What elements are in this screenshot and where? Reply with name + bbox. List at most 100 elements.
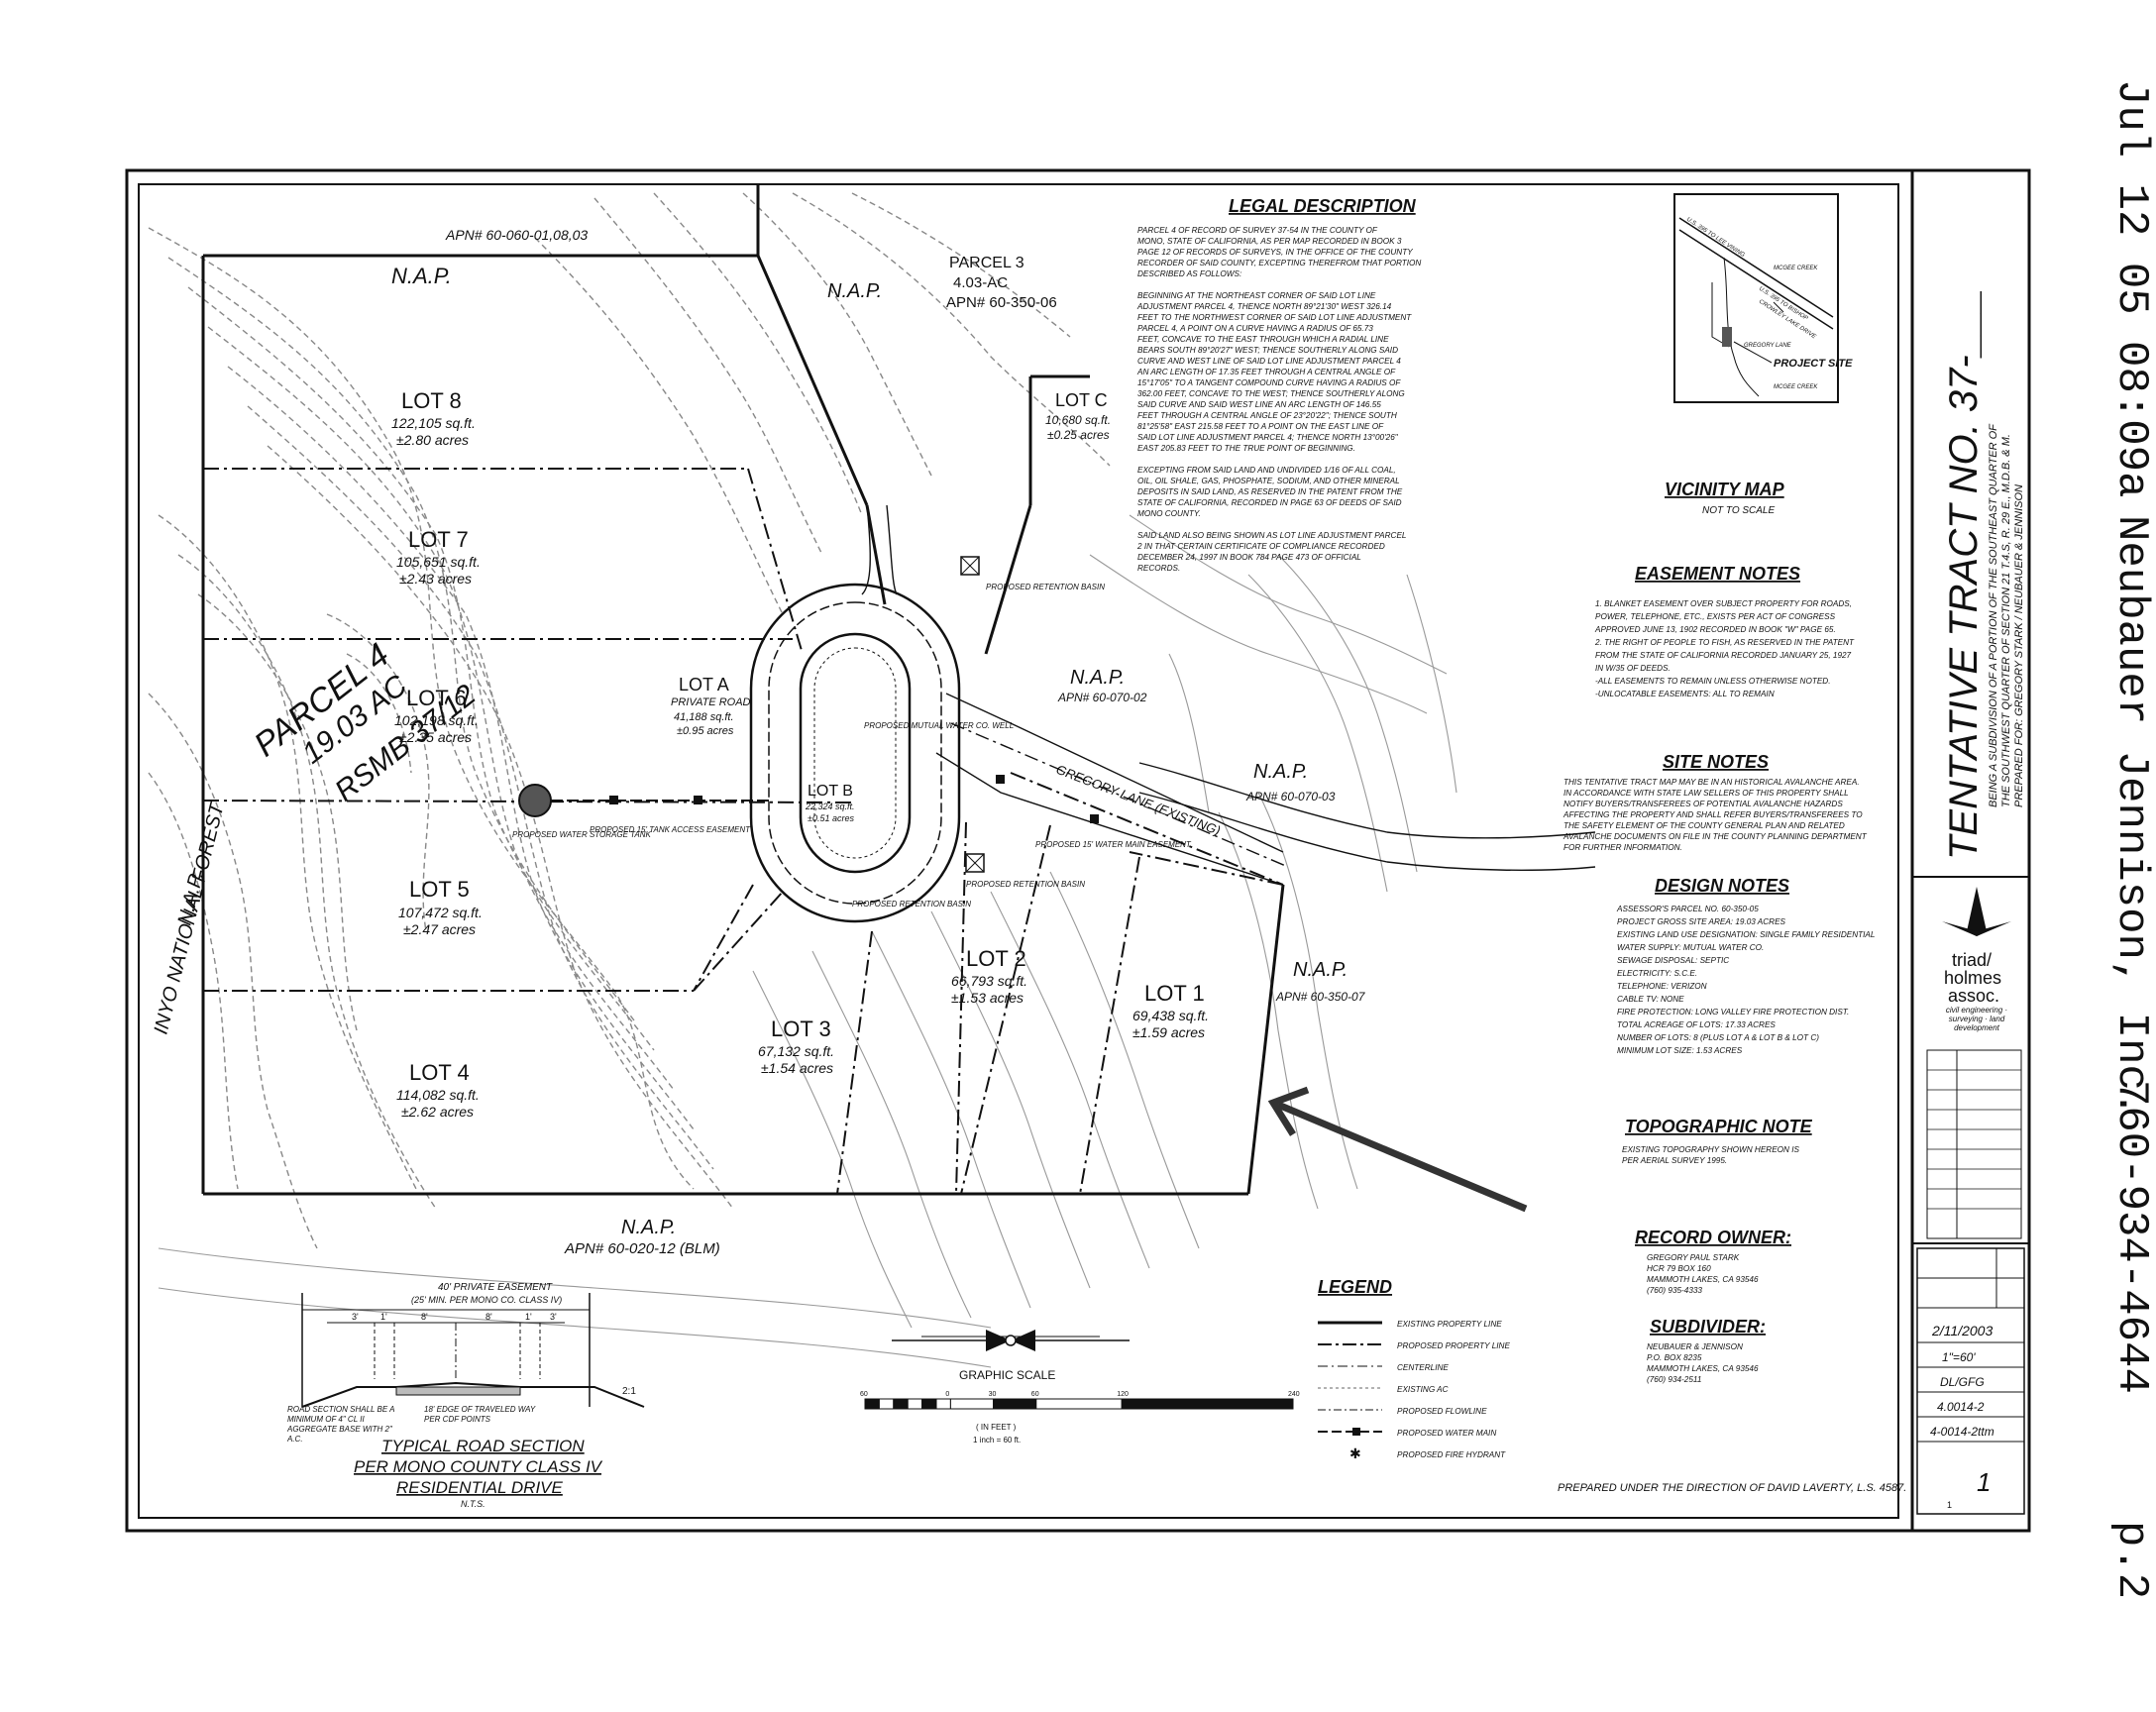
subdivider-line: NEUBAUER & JENNISON [1647, 1342, 1743, 1351]
legal-line: SAID LOT LINE ADJUSTMENT PARCEL 4; THENC… [1137, 433, 1399, 442]
road-dim-4: 8' [485, 1312, 492, 1322]
tank-label: PROPOSED WATER STORAGE TANK [512, 830, 652, 839]
scale-tick-label: 30 [989, 1391, 997, 1398]
svg-text:LOT 2: LOT 2 [966, 946, 1026, 971]
nap-east-label: N.A.P. [1070, 667, 1125, 689]
svg-text:±2.43 acres: ±2.43 acres [399, 571, 472, 587]
tank-easement-label: PROPOSED 15' TANK ACCESS EASEMENT [590, 825, 751, 834]
legal-line: 2 IN THAT CERTAIN CERTIFICATE OF COMPLIA… [1136, 542, 1385, 551]
design-line: TELEPHONE: VERIZON [1617, 982, 1707, 991]
parcel-boundary [203, 184, 760, 258]
road-dim-5: 1' [525, 1312, 532, 1322]
design-line: SEWAGE DISPOSAL: SEPTIC [1617, 956, 1729, 965]
tract-subtitle-1: BEING A SUBDIVISION OF A PORTION OF THE … [1988, 423, 1999, 807]
legal-line: PARCEL 4, A POINT ON A CURVE HAVING A RA… [1137, 324, 1373, 333]
legal-line: FEET THROUGH A CENTRAL ANGLE OF 23°20'22… [1137, 411, 1397, 420]
svg-text:LOT 6: LOT 6 [406, 686, 467, 710]
parcel3-apn: APN# 60-350-06 [946, 294, 1057, 311]
sheet-of: 1 [1947, 1500, 1952, 1510]
scale-tick-label: 120 [1117, 1391, 1129, 1398]
fax-phone: 760-934-4644 [2106, 1080, 2156, 1394]
vicinity-heading: VICINITY MAP [1665, 480, 1785, 499]
easement-heading: EASEMENT NOTES [1635, 564, 1800, 584]
road-left-note-box: ROAD SECTION SHALL BE A MINIMUM OF 4" CL… [287, 1405, 394, 1444]
owner-line: GREGORY PAUL STARK [1647, 1253, 1740, 1262]
easement-line: POWER, TELEPHONE, ETC., EXISTS PER ACT O… [1595, 612, 1836, 621]
site-line: AFFECTING THE PROPERTY AND SHALL REFER B… [1563, 810, 1863, 819]
water-storage-tank [518, 775, 1099, 823]
subdivider-line: P.O. BOX 8235 [1647, 1353, 1702, 1362]
scale-segment [1035, 1398, 1123, 1410]
revision-table [1926, 1049, 2022, 1239]
legal-line: DEPOSITS IN SAID LAND, AS RESERVED IN TH… [1137, 487, 1403, 496]
legal-line: EAST 205.83 FEET TO THE TRUE POINT OF BE… [1137, 444, 1355, 453]
svg-text:±1.53 acres: ±1.53 acres [951, 990, 1024, 1006]
road-title-2: PER MONO COUNTY CLASS IV [354, 1457, 603, 1476]
scale-tick-label: 60 [860, 1391, 868, 1398]
legend-item: CENTERLINE [1397, 1363, 1449, 1372]
graphic-scale-label: GRAPHIC SCALE [959, 1368, 1055, 1382]
design-notes: DESIGN NOTES ASSESSOR'S PARCEL NO. 60-35… [1616, 876, 1875, 1055]
scale-segment [935, 1398, 951, 1410]
legal-line: MONO COUNTY. [1137, 509, 1201, 518]
vicinity-project: PROJECT SITE [1774, 358, 1853, 370]
legal-line: ADJUSTMENT PARCEL 4, THENCE NORTH 89°21'… [1136, 302, 1392, 311]
lot-5-label: LOT 5 107,472 sq.ft. ±2.47 acres [398, 877, 483, 937]
lot-c-label: LOT C 10,680 sq.ft. ±0.25 acres [1045, 390, 1111, 442]
legal-line: 362.00 FEET, CONCAVE TO THE WEST; THENCE… [1137, 389, 1405, 398]
sheet-number: 1 [1977, 1467, 1991, 1497]
legend-heading: LEGEND [1318, 1277, 1392, 1297]
drawing-date: 2/11/2003 [1931, 1323, 1993, 1338]
proposed-lot-lines [202, 468, 1284, 1195]
legal-line: SAID LAND ALSO BEING SHOWN AS LOT LINE A… [1137, 531, 1406, 540]
legal-line: STATE OF CALIFORNIA, RECORDED IN PAGE 63… [1137, 498, 1402, 507]
easement-line: 2. THE RIGHT OF PEOPLE TO FISH, AS RESER… [1594, 638, 1855, 647]
drawing-job: 4.0014-2 [1937, 1400, 1985, 1414]
fax-page: p.2 [2106, 1521, 2156, 1599]
legal-line: PARCEL 4 OF RECORD OF SURVEY 37-54 IN TH… [1137, 226, 1378, 235]
drawing-drawn: DL/GFG [1940, 1375, 1985, 1389]
legal-line: FEET TO THE NORTHWEST CORNER OF SAID LOT… [1137, 313, 1412, 322]
nap-top-label: N.A.P. [391, 264, 452, 288]
road-slope: 2:1 [622, 1386, 636, 1397]
prepared-under: PREPARED UNDER THE DIRECTION OF DAVID LA… [1558, 1482, 1906, 1494]
legal-line: 15°17'05" TO A TANGENT COMPOUND CURVE HA… [1137, 378, 1401, 387]
design-line: TOTAL ACREAGE OF LOTS: 17.33 ACRES [1617, 1020, 1776, 1029]
road-dim-6: 3' [550, 1312, 557, 1322]
road-title-3: RESIDENTIAL DRIVE [396, 1478, 564, 1497]
svg-text:107,472 sq.ft.: 107,472 sq.ft. [398, 905, 483, 920]
svg-text:114,082 sq.ft.: 114,082 sq.ft. [396, 1087, 480, 1103]
firm-name-2: holmes [1944, 968, 2001, 988]
legal-line: FEET, CONCAVE TO THE EAST THROUGH WHICH … [1137, 335, 1389, 344]
design-heading: DESIGN NOTES [1655, 876, 1789, 896]
topo-line: PER AERIAL SURVEY 1995. [1622, 1156, 1727, 1165]
site-line: IN ACCORDANCE WITH STATE LAW SELLERS OF … [1563, 789, 1849, 798]
lot-7-label: LOT 7 105,651 sq.ft. ±2.43 acres [396, 527, 481, 587]
easement-line: -ALL EASEMENTS TO REMAIN UNLESS OTHERWIS… [1595, 677, 1831, 686]
lot-labels: LOT 8 122,105 sq.ft. ±2.80 acres LOT 7 1… [391, 388, 1209, 1120]
subdivider-line: (760) 934-2511 [1647, 1375, 1701, 1384]
easement-line: FROM THE STATE OF CALIFORNIA RECORDED JA… [1595, 651, 1852, 660]
vicinity-creek1: MCGEE CREEK [1774, 266, 1818, 271]
firm-logo: triad/ holmes assoc. civil engineering ·… [1942, 887, 2011, 1032]
lot-1-label: LOT 1 69,438 sq.ft. ±1.59 acres [1132, 981, 1209, 1040]
scale-ratio: 1 inch = 60 ft. [973, 1436, 1021, 1444]
fax-header: Jul 12 05 08:09a Neubauer Jennison, Inc.… [2106, 79, 2156, 1599]
road-easement-label: 40' PRIVATE EASEMENT [438, 1282, 553, 1293]
svg-text:105,651 sq.ft.: 105,651 sq.ft. [396, 554, 481, 570]
svg-text:122,105 sq.ft.: 122,105 sq.ft. [391, 415, 476, 431]
site-notes: SITE NOTES THIS TENTATIVE TRACT MAP MAY … [1563, 752, 1868, 852]
lot-b-label: LOT B 22,324 sq.ft. ±0.51 acres [805, 783, 855, 823]
legal-line: SAID CURVE AND SAID WEST LINE AN ARC LEN… [1137, 400, 1381, 409]
fax-sender: Neubauer Jennison, Inc. [2106, 515, 2156, 1117]
basin2-label: PROPOSED RETENTION BASIN [966, 880, 1085, 889]
site-line: NOTIFY BUYERS/TRANSFEREES OF POTENTIAL A… [1563, 800, 1843, 808]
legend-item: PROPOSED WATER MAIN [1397, 1429, 1496, 1438]
svg-text:±2.80 acres: ±2.80 acres [396, 432, 469, 448]
